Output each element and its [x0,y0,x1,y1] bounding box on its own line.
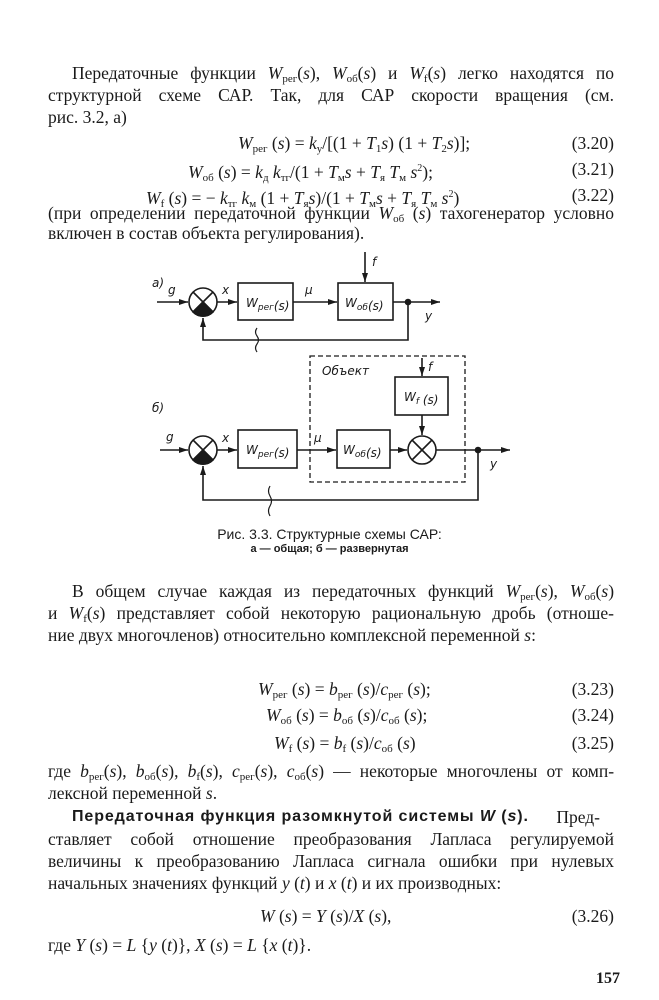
equation: Wоб (s) = kд kтг/(1 + Tмs + Tя Tм s2); [188,162,433,184]
svg-text:f: f [372,255,378,269]
equation: Wрег (s) = kу/[(1 + T1s) (1 + T2s)]; [238,133,471,155]
text-line: величины к преобразованию Лапласа сигнал… [48,851,614,871]
svg-text:f: f [428,360,434,374]
text-line: структурной схеме САР. Так, для САР скор… [48,85,614,105]
equation: W (s) = Y (s)/X (s), [260,906,392,926]
svg-text:Wрег(s): Wрег(s) [246,296,289,313]
svg-text:y: y [489,457,498,471]
summing-junction-icon [188,287,218,317]
text-line: В общем случае каждая из передаточных фу… [72,581,615,603]
equation-number: (3.22) [571,185,614,205]
diagram-b: б) g x Wрег(s) Объект μ Wоб(s) f Wf (s) … [152,355,510,517]
text-line: где bрег(s), bоб(s), bf(s), cрег(s), cоб… [48,761,615,783]
text-line: лексной переменной s. [48,783,218,803]
summing-junction-icon [188,435,218,465]
svg-text:y: y [424,309,433,323]
equation: Wf (s) = bf (s)/cоб (s) [274,733,416,755]
equation-number: (3.25) [571,733,614,753]
text-line: (при определении передаточной функции Wо… [48,203,614,225]
block-w-reg [237,429,298,469]
text-line: рис. 3.2, а) [48,107,127,127]
figure-caption: Рис. 3.3. Структурные схемы САР: [217,526,442,542]
svg-text:Wf (s): Wf (s) [404,390,438,407]
text-line: и Wf(s) представляет собой некоторую рац… [48,603,614,625]
label-b: б) [152,401,164,415]
svg-text:Wоб(s): Wоб(s) [343,443,382,460]
figure-subcaption: а — общая; б — развернутая [250,543,409,555]
block-diagram: а) g x Wрег(s) μ Wоб(s) f y б) g [152,252,510,517]
block-w-ob [336,429,391,469]
text-line: Передаточные функции Wрег(s), Wоб(s) и W… [72,63,615,85]
equation-number: (3.26) [571,906,614,926]
svg-text:x: x [221,283,230,297]
text-line: включен в состав объекта регулирования). [48,223,365,243]
text-line: ставляет собой отношение преобразования … [48,829,614,849]
text-line: ние двух многочленов) относительно компл… [48,625,536,645]
svg-text:Объект: Объект [322,364,370,378]
svg-text:Wрег(s): Wрег(s) [246,443,289,460]
equation-number: (3.21) [571,159,614,179]
text-line: где Y (s) = L {y (t)}, X (s) = L {x (t)}… [48,935,312,955]
text-line: начальных значениях функций y (t) и x (t… [48,873,502,893]
heading-line: Передаточная функция разомкнутой системы… [72,806,600,828]
equation-number: (3.24) [571,705,614,725]
svg-text:Wоб(s): Wоб(s) [345,296,384,313]
equation-number: (3.23) [571,679,614,699]
equation: Wоб (s) = bоб (s)/cоб (s); [266,705,428,727]
section-heading: Передаточная функция разомкнутой системы… [72,808,529,825]
label-a: а) [152,276,164,290]
equation-number: (3.20) [571,133,614,153]
svg-text:μ: μ [304,283,313,297]
equation: Wf (s) = − kтг kм (1 + Tяs)/(1 + Tмs + T… [146,188,460,210]
svg-text:g: g [166,430,174,444]
diagram-a: а) g x Wрег(s) μ Wоб(s) f y [152,252,440,353]
svg-text:g: g [168,283,176,297]
object-boundary [309,355,466,483]
summing-junction-icon [407,435,437,465]
svg-text:x: x [221,431,230,445]
svg-text:μ: μ [313,431,322,445]
page-number: 157 [596,970,620,987]
text: Пред- [556,807,600,827]
equation: Wрег (s) = bрег (s)/cрег (s); [258,679,431,701]
